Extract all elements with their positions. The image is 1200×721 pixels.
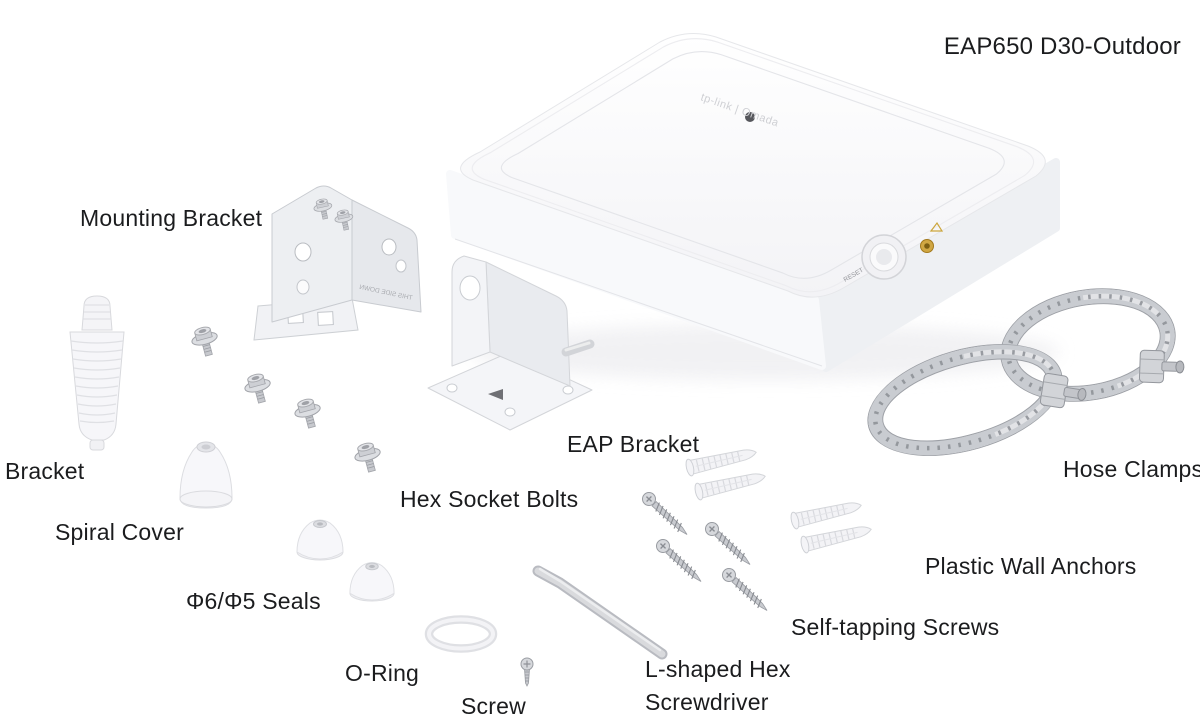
access-point-device-image: tp-link | Omada RESET [446, 32, 1060, 380]
bracket-spiral-tube-image [69, 295, 125, 451]
label-mounting-bracket: Mounting Bracket [80, 205, 263, 231]
o-ring-image [424, 615, 498, 653]
label-hex-screwdriver-line1: L-shaped Hex [645, 656, 791, 682]
label-screw: Screw [461, 693, 526, 719]
plastic-wall-anchors-image [684, 443, 874, 555]
screw-image [520, 657, 534, 687]
self-tapping-screws-image [639, 489, 773, 616]
label-hex-screwdriver: L-shaped Hex Screwdriver [645, 653, 791, 719]
eap-bracket-image [427, 255, 595, 431]
label-self-tapping-screws: Self-tapping Screws [791, 614, 1000, 640]
worm-screw-housing [1039, 372, 1087, 409]
label-hex-socket-bolts: Hex Socket Bolts [400, 486, 579, 512]
label-hex-screwdriver-line2: Screwdriver [645, 689, 769, 715]
seals-image [296, 519, 395, 602]
device-cable-gland [861, 234, 907, 280]
device-led-dot [745, 112, 755, 122]
device-antenna-connector [920, 221, 944, 253]
warning-icon [929, 221, 944, 232]
label-hose-clamps: Hose Clamps [1063, 456, 1200, 482]
device-bottom-edge [454, 238, 823, 367]
label-eap-bracket: EAP Bracket [567, 431, 700, 457]
hex-screwdriver-image [532, 565, 668, 660]
mounting-bracket-image: THIS SIDE DOWN [253, 185, 422, 341]
label-seals: Φ6/Φ5 Seals [186, 588, 321, 614]
hose-clamp-left-image [867, 344, 1087, 456]
label-plastic-wall-anchors: Plastic Wall Anchors [925, 553, 1137, 579]
label-spiral-cover: Spiral Cover [55, 519, 184, 545]
label-o-ring: O-Ring [345, 660, 420, 686]
label-bracket: Bracket [5, 458, 85, 484]
worm-screw-housing [1138, 349, 1185, 384]
device-shadow [470, 324, 1060, 380]
product-model-label: EAP650 D30-Outdoor [943, 33, 1181, 60]
spiral-cover-image [179, 441, 233, 509]
